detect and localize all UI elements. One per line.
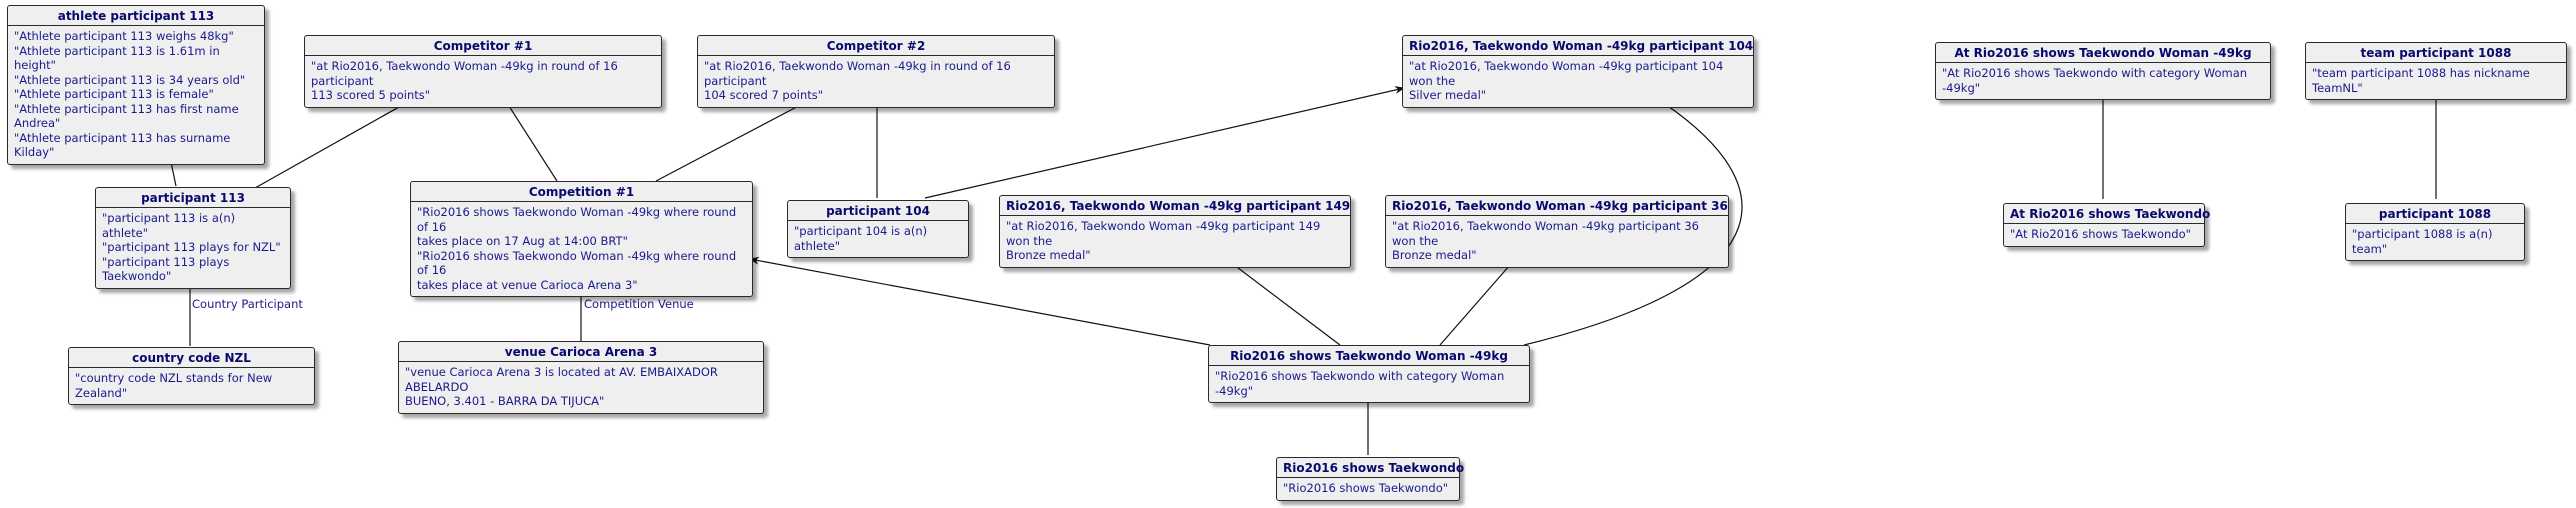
node-line: "At Rio2016 shows Taekwondo with categor… (1942, 66, 2251, 95)
node-athlete-participant-113[interactable]: athlete participant 113 "Athlete partici… (7, 5, 265, 165)
node-title: participant 104 (788, 201, 968, 221)
node-competitor-2[interactable]: Competitor #2 "at Rio2016, Taekwondo Wom… (697, 35, 1055, 108)
node-line: "at Rio2016, Taekwondo Woman -49kg parti… (1409, 59, 1724, 102)
node-title: Competitor #1 (305, 36, 661, 56)
node-line: "Rio2016 shows Taekwondo Woman -49kg whe… (417, 248, 737, 292)
node-line: "at Rio2016, Taekwondo Woman -49kg parti… (1392, 219, 1699, 262)
node-at-rio2016-category[interactable]: At Rio2016 shows Taekwondo Woman -49kg "… (1935, 42, 2271, 100)
node-competitor-1[interactable]: Competitor #1 "at Rio2016, Taekwondo Wom… (304, 35, 662, 108)
edge-label-country-participant: Country Participant (192, 297, 303, 311)
node-participant-36-bronze[interactable]: Rio2016, Taekwondo Woman -49kg participa… (1385, 195, 1729, 268)
edge-riocat-silver (1523, 90, 1743, 346)
node-line: "Rio2016 shows Taekwondo with category W… (1215, 369, 1508, 398)
node-line: "Athlete participant 113 has surname Kil… (14, 130, 235, 160)
node-competition-1[interactable]: Competition #1 "Rio2016 shows Taekwondo … (410, 181, 753, 297)
edge-riocat-competition (749, 256, 1211, 346)
node-line: "Rio2016 shows Taekwondo" (1283, 481, 1449, 495)
node-line: "at Rio2016, Taekwondo Woman -49kg in ro… (704, 59, 1011, 102)
node-line: "team participant 1088 has nickname Team… (2312, 66, 2534, 95)
node-country-code-nzl[interactable]: country code NZL "country code NZL stand… (68, 347, 315, 405)
node-line: "Athlete participant 113 is 34 years old… (14, 72, 246, 87)
node-participant-104[interactable]: participant 104 "participant 104 is a(n)… (787, 200, 969, 258)
node-title: participant 113 (96, 188, 290, 208)
node-title: Competition #1 (411, 182, 752, 202)
node-line: "participant 113 plays Taekwondo" (102, 254, 233, 284)
node-title: country code NZL (69, 348, 314, 368)
node-title: team participant 1088 (2306, 43, 2566, 63)
node-title: Rio2016, Taekwondo Woman -49kg participa… (1000, 196, 1350, 216)
node-participant-149-bronze[interactable]: Rio2016, Taekwondo Woman -49kg participa… (999, 195, 1351, 268)
node-team-participant-1088[interactable]: team participant 1088 "team participant … (2305, 42, 2567, 100)
node-participant-1088[interactable]: participant 1088 "participant 1088 is a(… (2345, 203, 2525, 261)
node-title: At Rio2016 shows Taekwondo Woman -49kg (1936, 43, 2270, 63)
node-line: "participant 1088 is a(n) team" (2352, 227, 2497, 256)
node-title: Rio2016, Taekwondo Woman -49kg participa… (1403, 36, 1753, 56)
node-title: athlete participant 113 (8, 6, 264, 26)
node-rio2016-category[interactable]: Rio2016 shows Taekwondo Woman -49kg "Rio… (1208, 345, 1530, 403)
node-line: "Athlete participant 113 is 1.61m in hei… (14, 43, 224, 73)
node-title: Competitor #2 (698, 36, 1054, 56)
node-line: "At Rio2016 shows Taekwondo" (2010, 227, 2191, 241)
edge-p104-silver (924, 86, 1405, 199)
node-line: "participant 104 is a(n) athlete" (794, 224, 931, 253)
node-line: "Athlete participant 113 has first name … (14, 101, 243, 131)
node-line: "venue Carioca Arena 3 is located at AV.… (405, 365, 718, 408)
node-title: Rio2016, Taekwondo Woman -49kg participa… (1386, 196, 1728, 216)
node-title: At Rio2016 shows Taekwondo (2004, 204, 2210, 224)
node-rio2016-shows-taekwondo[interactable]: Rio2016 shows Taekwondo "Rio2016 shows T… (1276, 457, 1464, 501)
node-participant-104-silver[interactable]: Rio2016, Taekwondo Woman -49kg participa… (1402, 35, 1754, 108)
node-line: "participant 113 plays for NZL" (102, 240, 281, 254)
node-line: "at Rio2016, Taekwondo Woman -49kg parti… (1006, 219, 1321, 262)
node-title: Rio2016 shows Taekwondo (1277, 458, 1464, 478)
edge-label-competition-venue: Competition Venue (584, 297, 694, 311)
node-line: "participant 113 is a(n) athlete" (102, 211, 239, 240)
node-at-rio2016-shows-taekwondo[interactable]: At Rio2016 shows Taekwondo "At Rio2016 s… (2003, 203, 2210, 247)
node-line: "Rio2016 shows Taekwondo Woman -49kg whe… (417, 205, 737, 248)
node-line: "country code NZL stands for New Zealand… (75, 371, 276, 400)
node-title: participant 1088 (2346, 204, 2524, 224)
node-line: "Athlete participant 113 is female" (14, 87, 214, 101)
node-participant-113[interactable]: participant 113 "participant 113 is a(n)… (95, 187, 291, 289)
node-line: "Athlete participant 113 weighs 48kg" (14, 29, 234, 43)
node-title: Rio2016 shows Taekwondo Woman -49kg (1209, 346, 1529, 366)
node-title: venue Carioca Arena 3 (399, 342, 763, 362)
node-line: "at Rio2016, Taekwondo Woman -49kg in ro… (311, 59, 618, 102)
node-venue-carioca-arena-3[interactable]: venue Carioca Arena 3 "venue Carioca Are… (398, 341, 764, 414)
